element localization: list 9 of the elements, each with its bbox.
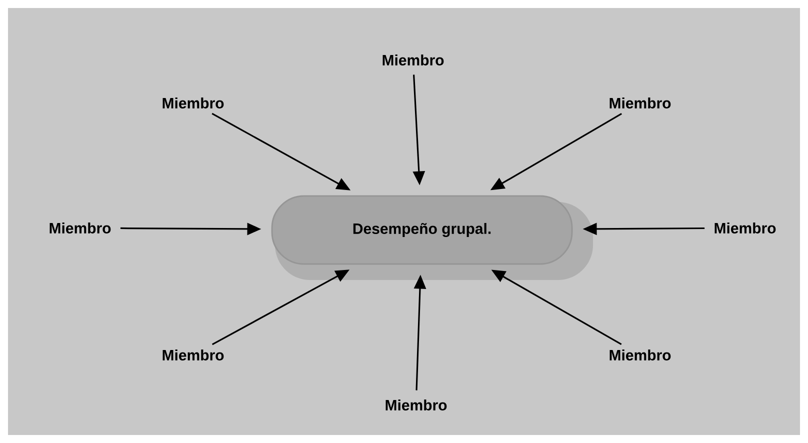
member-label: Miembro (50, 222, 111, 234)
member-label: Miembro (610, 349, 671, 360)
member-label: Miembro (162, 97, 224, 108)
member-label: Miembro (382, 54, 444, 66)
member-label: Miembro (386, 399, 447, 410)
rounded-box: Desempeño grupal. (271, 195, 593, 280)
member-label: Miembro (610, 97, 671, 108)
member-label: Miembro (162, 349, 224, 360)
member-label: Miembro (714, 222, 776, 234)
